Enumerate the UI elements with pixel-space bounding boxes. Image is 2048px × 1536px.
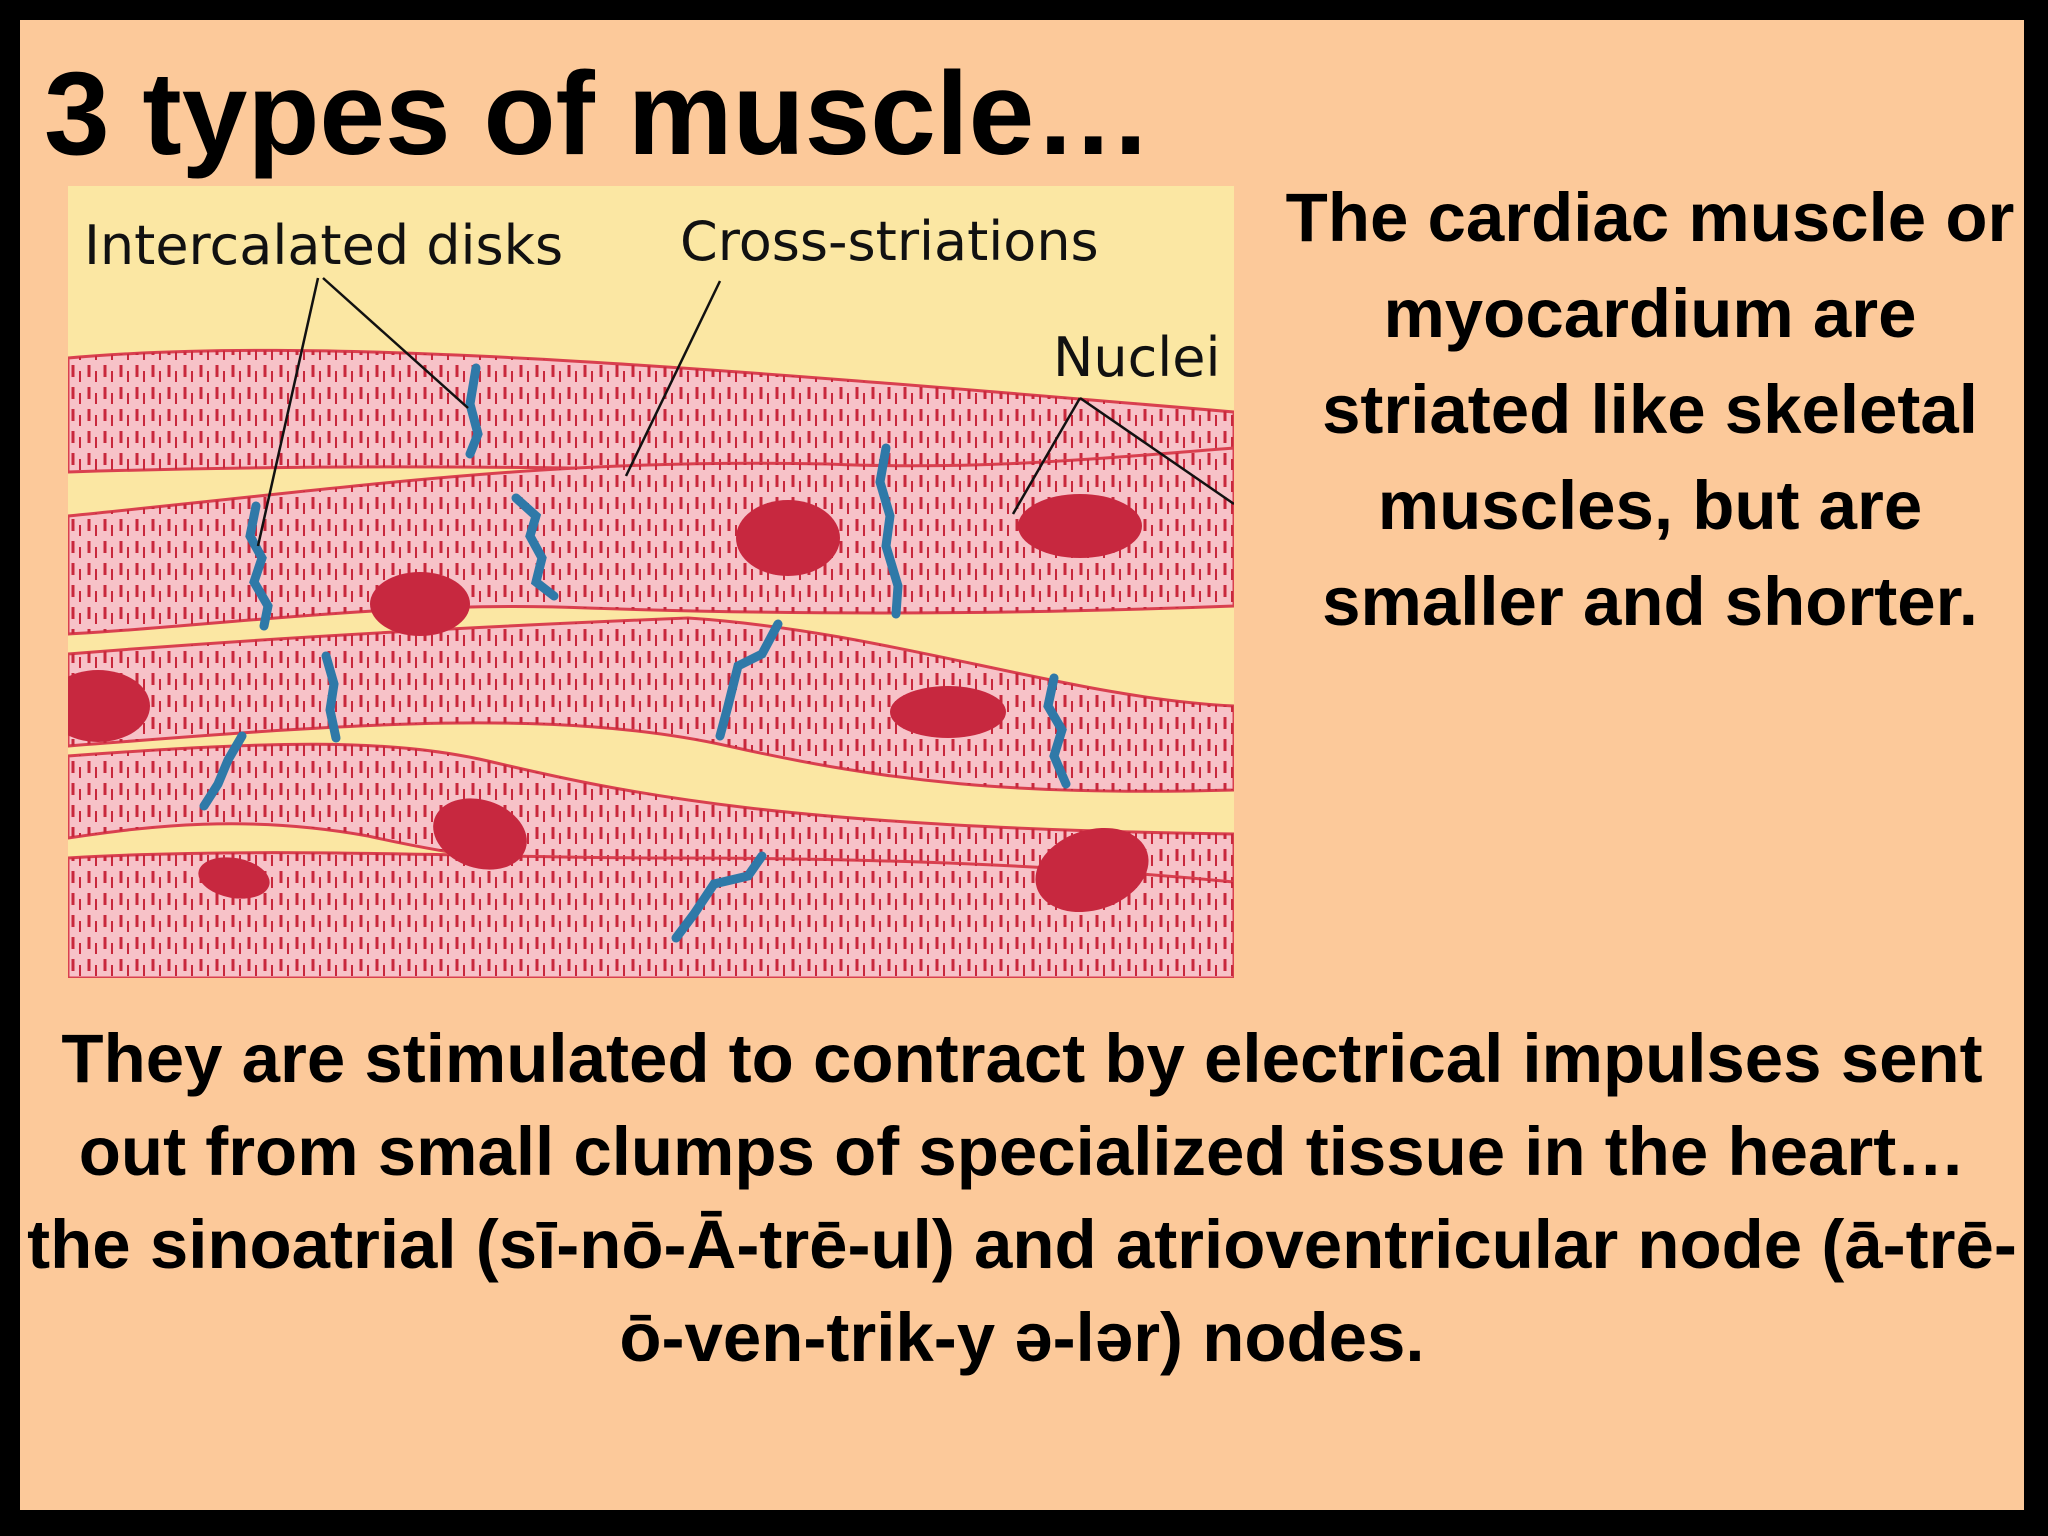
leader-line <box>256 277 320 547</box>
intercalated-disk <box>715 619 783 741</box>
slide-title: 3 types of muscle… <box>44 48 1153 180</box>
intercalated-disk <box>245 501 273 631</box>
cardiac-description: The cardiac muscle or myocardium are str… <box>1285 179 2015 640</box>
intercalated-disk <box>199 731 247 811</box>
muscle-fiber <box>68 744 1234 888</box>
leader-line <box>322 277 469 409</box>
intercalated-disk <box>511 493 559 601</box>
muscle-fiber <box>68 448 1234 634</box>
muscle-fibers <box>68 348 1234 978</box>
intercalated-disk <box>875 443 903 619</box>
intercalated-disks-group <box>199 363 1071 943</box>
intercalated-disk <box>465 363 483 459</box>
cross-striations-label: Cross-striations <box>680 210 1099 273</box>
nucleus <box>198 857 270 899</box>
nucleus <box>736 500 840 576</box>
nucleus <box>370 572 470 636</box>
cardiac-muscle-illustration: Intercalated disks Cross-striations Nucl… <box>68 186 1234 978</box>
intercalated-disk <box>321 651 341 743</box>
nuclei-group <box>68 494 1149 913</box>
leader-lines <box>256 277 1234 547</box>
nucleus <box>890 686 1006 738</box>
nucleus <box>1018 494 1142 558</box>
intercalated-disk <box>1043 673 1071 789</box>
leader-line <box>1011 397 1082 515</box>
cardiac-muscle-diagram: Intercalated disks Cross-striations Nucl… <box>68 186 1234 978</box>
muscle-fiber <box>68 618 1234 792</box>
slide: 3 types of muscle… <box>20 20 2024 1510</box>
intercalated-disk <box>671 851 767 943</box>
intercalated-disks-label: Intercalated disks <box>84 214 563 277</box>
nucleus <box>433 798 527 870</box>
leader-line <box>1079 396 1234 506</box>
nuclei-label: Nuclei <box>1053 326 1221 389</box>
nucleus <box>68 670 150 742</box>
stimulation-description: They are stimulated to contract by elect… <box>27 1020 2017 1376</box>
muscle-fiber <box>68 852 1234 978</box>
leader-line <box>624 280 722 477</box>
muscle-fiber <box>68 350 1234 486</box>
nucleus <box>1035 827 1149 913</box>
